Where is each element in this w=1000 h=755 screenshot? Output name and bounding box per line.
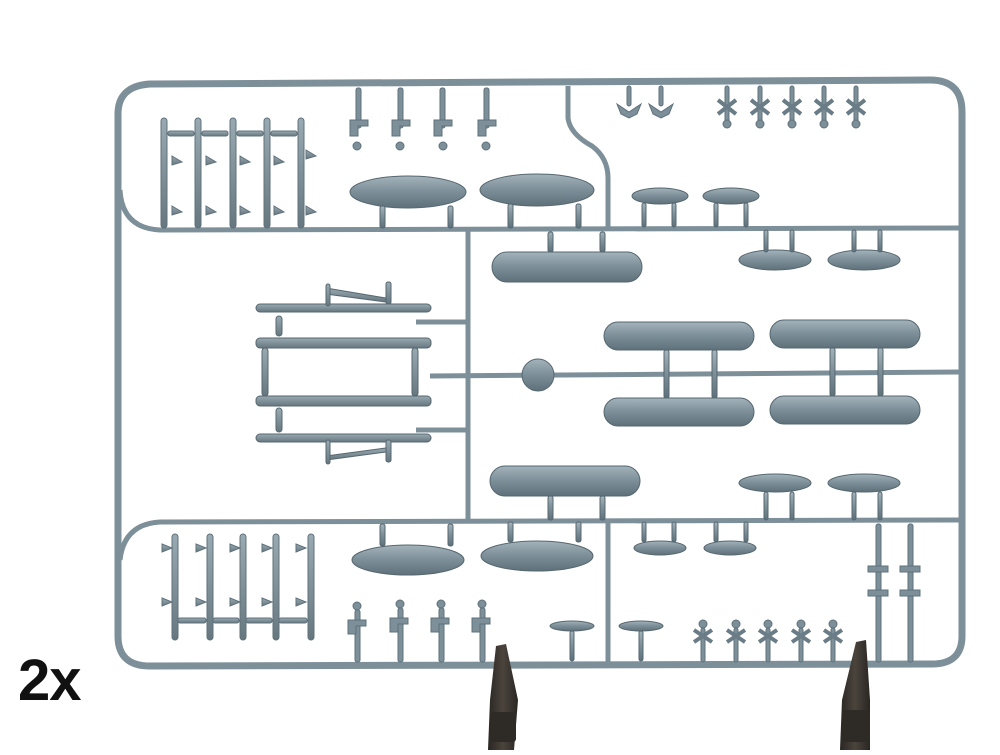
pylon-parts-bottom <box>347 599 491 663</box>
upper-frame <box>117 86 961 662</box>
display-stand-clip-left <box>488 644 518 750</box>
missile-rack-top <box>160 117 318 229</box>
drop-tanks <box>489 231 921 521</box>
fin-parts-top <box>615 85 867 129</box>
quantity-label: 2x <box>18 648 82 713</box>
bombs-bottom <box>351 521 594 576</box>
strut-parts-right <box>867 523 921 663</box>
bombs-top <box>349 173 595 229</box>
display-stand-clip-right <box>840 640 870 750</box>
rail-parts <box>255 281 432 465</box>
pylon-parts-top <box>349 87 497 151</box>
sprue-hub <box>521 358 555 392</box>
missile-rack-bottom <box>161 533 315 641</box>
small-tanks-bottom <box>549 521 757 662</box>
fin-parts-bottom <box>692 619 844 663</box>
outer-frame <box>114 76 966 670</box>
small-tanks-top <box>631 187 901 271</box>
